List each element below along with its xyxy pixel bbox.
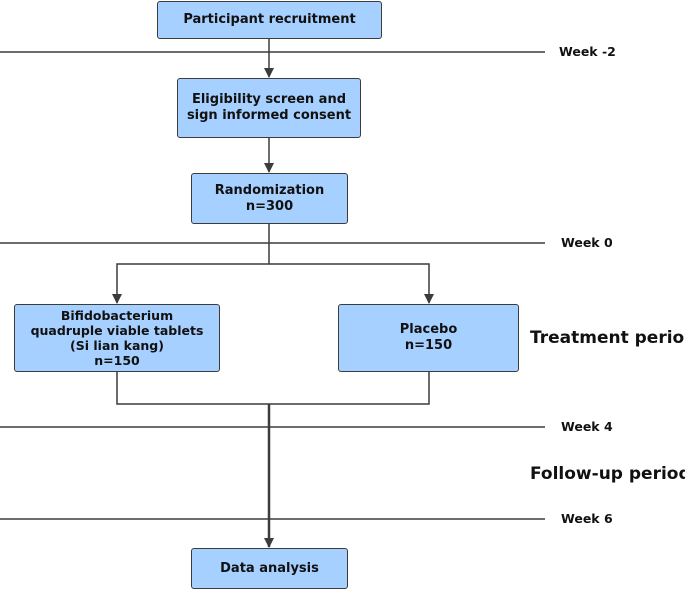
split-connector-left	[112, 224, 270, 304]
followup-period-label: Follow-up period	[530, 464, 685, 484]
treatment-period-label: Treatment period	[530, 328, 685, 348]
week-minus2-label: Week -2	[559, 44, 616, 59]
bifido-line-1: Bifidobacterium	[60, 308, 174, 323]
bifido-line-2: quadruple viable tablets	[30, 323, 204, 338]
randomization-label: Randomization	[214, 182, 325, 198]
participant-recruitment-label: Participant recruitment	[183, 12, 356, 27]
placebo-count: n=150	[404, 338, 453, 353]
placebo-label: Placebo	[399, 322, 458, 337]
merge-connector	[116, 372, 430, 405]
week-6-label: Week 6	[561, 511, 613, 526]
week-4-label: Week 4	[561, 419, 613, 434]
placebo-arm-box: Placebo n=150	[338, 304, 519, 372]
week-0-label: Week 0	[561, 235, 613, 250]
eligibility-line-2: sign informed consent	[186, 108, 352, 123]
bifido-count: n=150	[94, 353, 140, 368]
randomization-count: n=300	[245, 198, 294, 214]
eligibility-box: Eligibility screen and sign informed con…	[177, 78, 361, 138]
bifidobacterium-arm-box: Bifidobacterium quadruple viable tablets…	[14, 304, 220, 372]
bifido-line-3: (Si lian kang)	[70, 338, 164, 353]
data-analysis-box: Data analysis	[191, 548, 348, 589]
split-connector-right	[269, 263, 434, 304]
data-analysis-label: Data analysis	[220, 560, 319, 576]
eligibility-line-1: Eligibility screen and	[191, 92, 347, 107]
participant-recruitment-box: Participant recruitment	[157, 1, 382, 39]
randomization-box: Randomization n=300	[191, 173, 348, 224]
